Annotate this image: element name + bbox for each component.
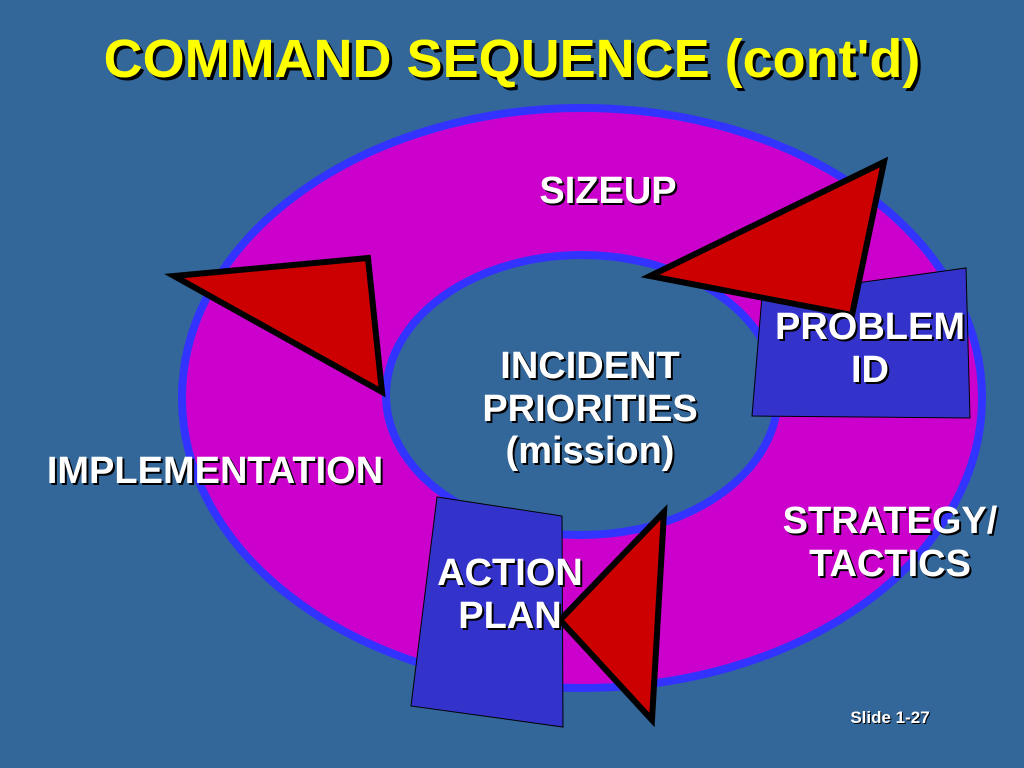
arrow-sizeup xyxy=(640,156,889,319)
slide-title: COMMAND SEQUENCE (cont'd) xyxy=(103,29,921,89)
stage-label-strategy-tactics: STRATEGY/ TACTICS xyxy=(782,500,998,585)
action-plan-box xyxy=(410,496,564,728)
arrow-implementation xyxy=(164,254,386,398)
stage-label-problem-id: PROBLEM ID xyxy=(775,306,965,391)
center-label-incident-priorities: INCIDENT PRIORITIES (mission) xyxy=(482,345,698,473)
stage-label-action-plan: ACTION PLAN xyxy=(437,552,583,637)
stage-label-implementation: IMPLEMENTATION xyxy=(46,450,384,492)
arrow-action-plan xyxy=(555,504,668,728)
slide-number: Slide 1-27 xyxy=(850,708,930,727)
stage-label-sizeup: SIZEUP xyxy=(539,170,677,212)
